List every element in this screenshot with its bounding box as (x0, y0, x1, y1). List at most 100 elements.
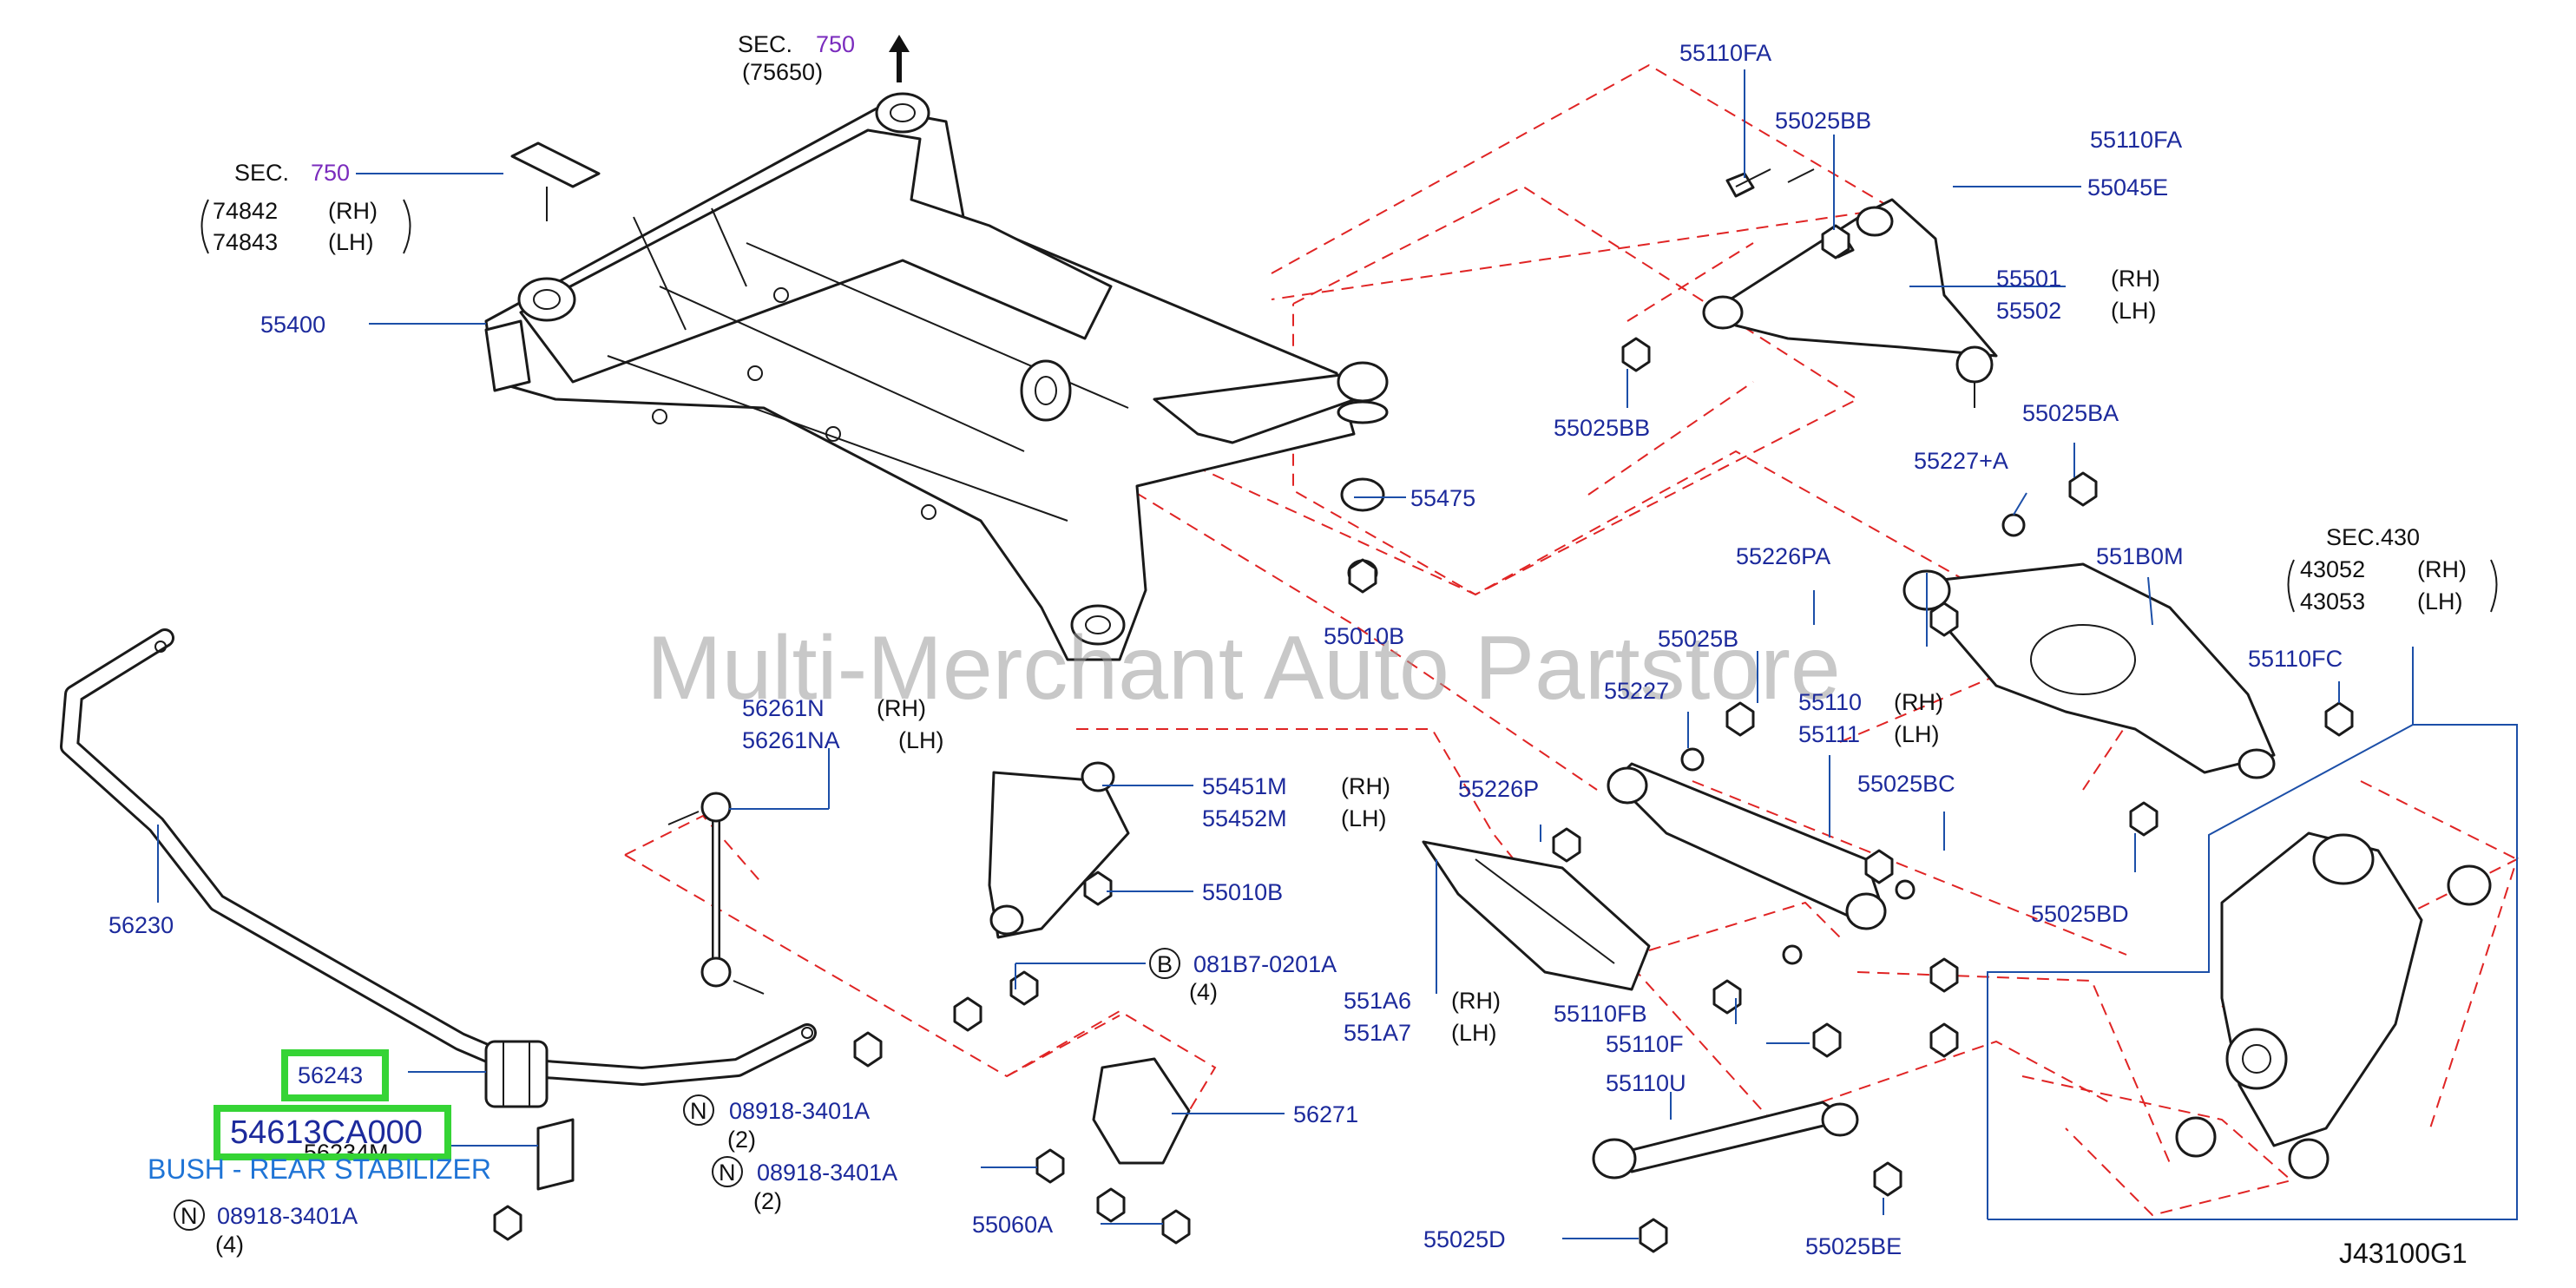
sec-label-top[interactable]: SEC. (738, 31, 792, 57)
leader-lines (157, 69, 2414, 1239)
sec-left-part-1-side: (RH) (328, 198, 378, 224)
part-08918-3401A-3[interactable]: 08918-3401A (217, 1203, 358, 1229)
sec-right-bracket-close (2490, 559, 2498, 613)
part-55110FC[interactable]: 55110FC (2248, 646, 2343, 672)
marker-n-circle-3 (174, 1199, 205, 1231)
part-08918-3401A-2-qty: (2) (753, 1188, 782, 1214)
part-55400[interactable]: 55400 (260, 312, 325, 338)
rear-lower-link (1592, 1101, 1859, 1180)
part-56261N[interactable]: 56261N (742, 695, 825, 721)
part-55451M[interactable]: 55451M (1202, 773, 1287, 799)
axle-knuckle (2175, 831, 2492, 1180)
part-55451M-side: (RH) (1341, 773, 1390, 799)
marker-n-circle-2 (712, 1156, 743, 1187)
part-55110FA-top[interactable]: 55110FA (1679, 40, 1771, 66)
stabilizer-link (667, 792, 765, 995)
part-55010B-upper[interactable]: 55010B (1324, 623, 1404, 649)
part-55025BD[interactable]: 55025BD (2031, 901, 2129, 927)
toe-link (988, 761, 1130, 939)
sec-number-left[interactable]: 750 (311, 160, 350, 186)
rear-suspension-subframe (484, 92, 1356, 661)
marker-n-3: N (181, 1203, 198, 1229)
sec-label-left[interactable]: SEC. (234, 160, 289, 186)
part-55025B[interactable]: 55025B (1658, 626, 1738, 652)
fasteners (493, 224, 2354, 1253)
lower-control-arm (1902, 562, 2276, 779)
marker-b-circle (1149, 948, 1180, 979)
part-55452M-side: (LH) (1341, 805, 1387, 831)
part-551A6[interactable]: 551A6 (1344, 988, 1411, 1014)
part-55110FB[interactable]: 55110FB (1554, 1001, 1647, 1027)
part-55227[interactable]: 55227 (1604, 678, 1669, 704)
part-08918-3401A-1[interactable]: 08918-3401A (729, 1098, 870, 1124)
knuckle-group-frame (1987, 724, 2518, 1220)
part-labels-right: 55110FA 55025BB 55110FA 55045E 55501 (RH… (1344, 40, 2468, 1269)
marker-n-2: N (719, 1160, 736, 1186)
section-references: SEC. 750 (75650) SEC. 750 74842 (RH) 748… (200, 31, 2498, 614)
sec-sub-top: (75650) (742, 59, 823, 85)
highlight-box-56243 (281, 1049, 389, 1101)
part-55060A[interactable]: 55060A (972, 1212, 1053, 1238)
part-56261NA[interactable]: 56261NA (742, 727, 840, 753)
part-55111[interactable]: 55111 (1798, 721, 1860, 747)
part-55111-side: (LH) (1894, 721, 1940, 747)
part-55045E[interactable]: 55045E (2087, 174, 2168, 200)
dashed-assembly-lines (624, 63, 2519, 1217)
upper-control-arm (1153, 361, 1389, 587)
part-551B0M[interactable]: 551B0M (2096, 543, 2184, 569)
part-55502-side: (LH) (2111, 298, 2157, 324)
sec-right-part-2-side: (LH) (2417, 588, 2463, 614)
part-55110[interactable]: 55110 (1798, 689, 1862, 715)
part-labels-left: 55400 55475 55010B 56261N (RH) 56261NA (… (108, 312, 1475, 1258)
part-08918-3401A-2[interactable]: 08918-3401A (757, 1160, 897, 1186)
part-54613CA000[interactable]: 54613CA000 (230, 1114, 423, 1151)
sec-right-part-1-side: (RH) (2417, 556, 2467, 582)
part-55475[interactable]: 55475 (1410, 485, 1475, 511)
part-081B7-0201A-qty: (4) (1189, 979, 1218, 1005)
part-08918-3401A-1-qty: (2) (727, 1127, 756, 1153)
part-55452M[interactable]: 55452M (1202, 805, 1287, 831)
part-56230[interactable]: 56230 (108, 912, 174, 938)
marker-b: B (1157, 951, 1173, 977)
watermark: Multi-Merchant Auto Partstore (647, 618, 1841, 719)
sec-left-part-2-side: (LH) (328, 229, 374, 255)
part-54613CA000-description: BUSH - REAR STABILIZER (148, 1153, 491, 1185)
part-55110-side: (RH) (1894, 689, 1943, 715)
marker-n-1: N (690, 1098, 707, 1124)
part-55501[interactable]: 55501 (1996, 266, 2061, 292)
part-55226P[interactable]: 55226P (1458, 776, 1539, 802)
up-arrow-icon (889, 35, 910, 82)
part-551A7-side: (LH) (1451, 1020, 1497, 1046)
sec-left-bracket-close (403, 199, 411, 254)
sec-right-part-2: 43053 (2300, 588, 2365, 614)
part-55502[interactable]: 55502 (1996, 298, 2061, 324)
part-55025BC[interactable]: 55025BC (1857, 771, 1955, 797)
part-55025BE[interactable]: 55025BE (1805, 1233, 1902, 1259)
part-56243[interactable]: 56243 (298, 1062, 363, 1088)
stabilizer-bar (60, 628, 817, 1086)
part-08918-3401A-3-qty: (4) (215, 1232, 244, 1258)
part-56234M[interactable]: 56234M (304, 1140, 389, 1166)
part-551A7[interactable]: 551A7 (1344, 1020, 1411, 1046)
part-55110U[interactable]: 55110U (1606, 1070, 1686, 1096)
sec-number-top[interactable]: 750 (816, 31, 855, 57)
upper-link-arm (1702, 168, 1998, 408)
part-56261NA-side: (LH) (898, 727, 944, 753)
sec-left-bracket-open (200, 199, 209, 254)
part-55025BB-left[interactable]: 55025BB (1554, 415, 1650, 441)
sec-left-part-1: 74842 (213, 198, 278, 224)
part-55227A[interactable]: 55227+A (1914, 448, 2008, 474)
sec-right-bracket-open (2287, 559, 2295, 613)
part-55025BA[interactable]: 55025BA (2022, 400, 2119, 426)
part-55110FA-right[interactable]: 55110FA (2090, 127, 2182, 153)
part-55025BB-top[interactable]: 55025BB (1775, 108, 1871, 134)
part-081B7-0201A[interactable]: 081B7-0201A (1193, 951, 1337, 977)
part-56271[interactable]: 56271 (1293, 1101, 1358, 1127)
part-55025D[interactable]: 55025D (1423, 1226, 1506, 1252)
part-55226PA[interactable]: 55226PA (1736, 543, 1830, 569)
sec-right-label[interactable]: SEC.430 (2326, 524, 2420, 550)
stabilizer-bushing (484, 1040, 575, 1191)
part-55110F[interactable]: 55110F (1606, 1031, 1684, 1057)
part-55010B-lower[interactable]: 55010B (1202, 879, 1283, 905)
